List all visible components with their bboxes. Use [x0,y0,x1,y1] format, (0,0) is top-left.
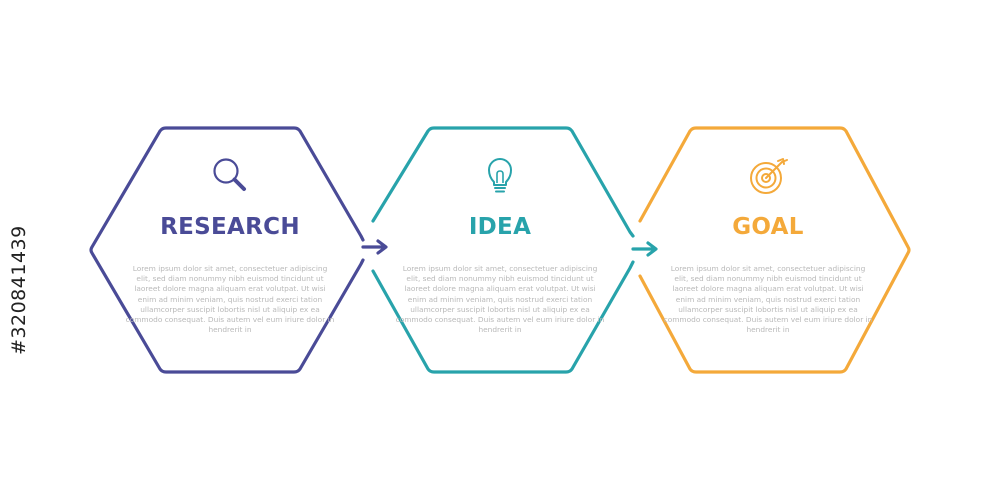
idea-hexagon-lower [371,260,635,374]
step-description: Lorem ipsum dolor sit amet, consectetuer… [395,264,605,335]
magnifier-icon [213,158,246,191]
step-description: Lorem ipsum dolor sit amet, consectetuer… [663,264,873,335]
goal-hexagon [638,126,911,374]
step-description: Lorem ipsum dolor sit amet, consectetuer… [125,264,335,335]
idea-hexagon [371,126,635,238]
step-title: GOAL [732,214,804,240]
lightbulb-icon [488,158,512,193]
target-arrow-icon [750,158,788,194]
step-research: RESEARCH Lorem ipsum dolor sit amet, con… [90,0,370,500]
step-title: IDEA [468,214,532,240]
idea-connector-arrow [631,241,658,257]
research-hexagon [89,126,365,374]
stock-watermark-id: #320841439 [8,225,30,355]
step-title: RESEARCH [160,214,300,240]
step-goal: GOAL Lorem ipsum dolor sit amet, consect… [628,0,908,500]
step-idea: IDEA Lorem ipsum dolor sit amet, consect… [360,0,640,500]
research-connector-arrow [361,239,388,255]
